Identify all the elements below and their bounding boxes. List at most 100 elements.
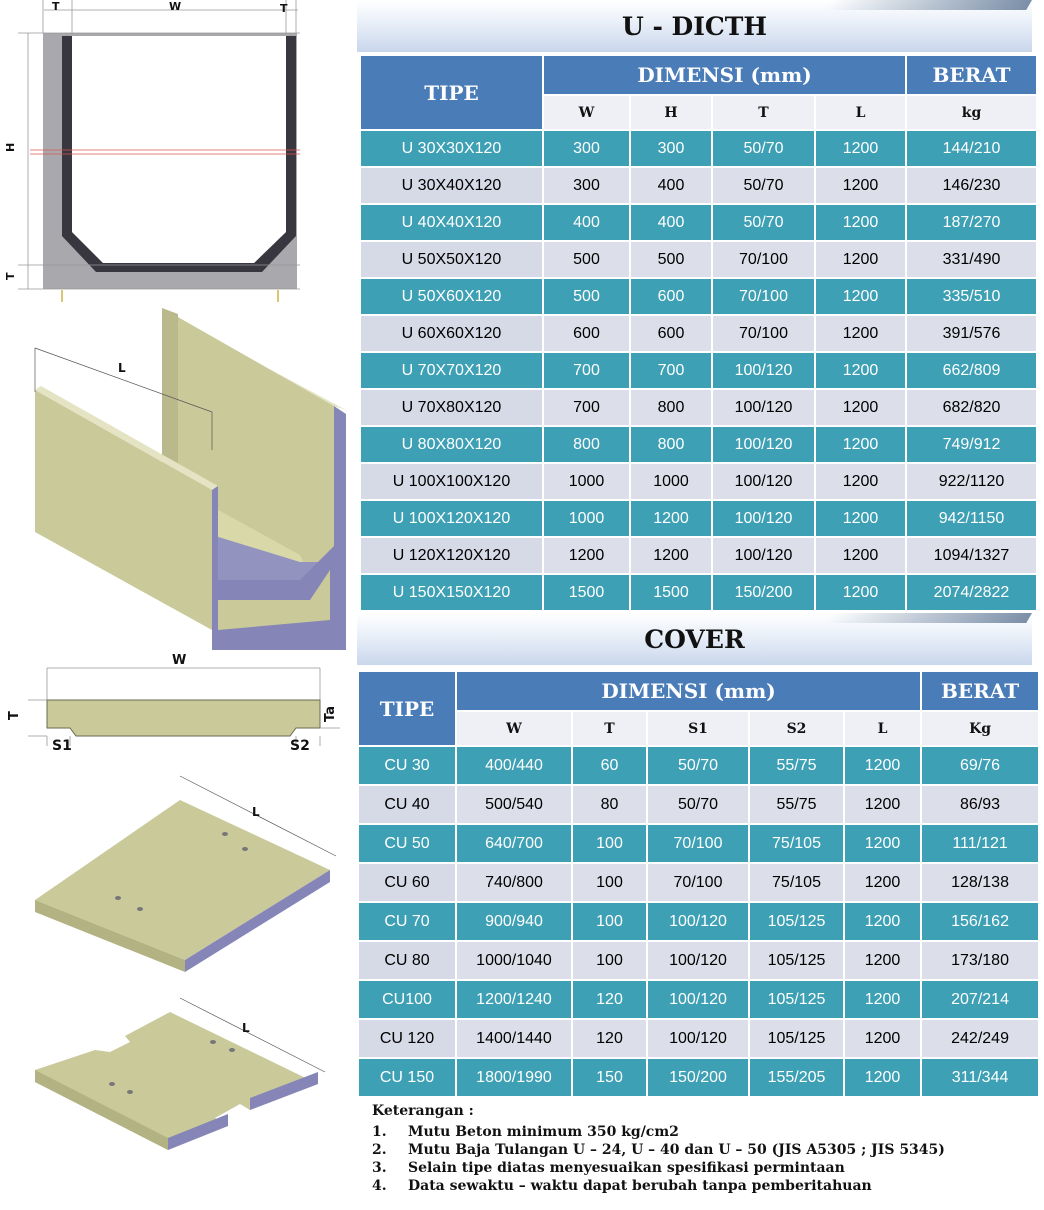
cell-berat: 86/93 (922, 786, 1039, 823)
cell-w: 1200/1240 (457, 981, 571, 1018)
cell-l: 1200 (816, 538, 905, 573)
u-ditch-subheader-unit: kg (907, 96, 1036, 129)
cell-tipe: CU 40 (359, 786, 455, 823)
cover-subheader-l: L (845, 712, 921, 745)
note-number: 2. (372, 1142, 387, 1158)
cover-subheader-unit: Kg (922, 712, 1039, 745)
cell-h: 300 (631, 131, 711, 166)
cell-h: 800 (631, 427, 711, 462)
cell-l: 1200 (845, 747, 921, 784)
cell-s1: 150/200 (648, 1059, 748, 1096)
note-text: Data sewaktu – waktu dapat berubah tanpa… (408, 1178, 872, 1194)
cover-section-drawing: W T Ta S1 S2 (0, 650, 345, 755)
cell-t: 120 (573, 1020, 646, 1057)
cell-s1: 100/120 (648, 942, 748, 979)
cell-h: 600 (631, 316, 711, 351)
cell-l: 1200 (845, 1059, 921, 1096)
cover-s1-label: S1 (52, 738, 72, 754)
cell-l: 1200 (845, 942, 921, 979)
cell-w: 640/700 (457, 825, 571, 862)
cover-l-label: L (252, 805, 260, 819)
cell-l: 1200 (845, 1020, 921, 1057)
cell-tipe: CU 60 (359, 864, 455, 901)
cell-w: 800 (544, 427, 629, 462)
cell-w: 700 (544, 390, 629, 425)
cell-tipe: CU 150 (359, 1059, 455, 1096)
cell-w: 500 (544, 279, 629, 314)
cell-w: 1500 (544, 575, 629, 610)
cell-s2: 105/125 (750, 942, 843, 979)
cell-berat: 144/210 (907, 131, 1036, 166)
cell-s1: 100/120 (648, 1020, 748, 1057)
cover-header-tipe: TIPE (359, 672, 455, 745)
cover-notched-l-label: L (242, 1021, 250, 1035)
u-ditch-subheader-l: L (816, 96, 905, 129)
note-item: 2. Mutu Baja Tulangan U – 24, U – 40 dan … (372, 1141, 945, 1159)
cell-l: 1200 (816, 205, 905, 240)
cover-header-dimensi: DIMENSI (mm) (457, 672, 921, 710)
cell-t: 120 (573, 981, 646, 1018)
cell-tipe: U 70X70X120 (361, 353, 542, 388)
cell-s2: 55/75 (750, 747, 843, 784)
cover-subheader-s2: S2 (750, 712, 843, 745)
cover-t-label: T (7, 711, 22, 720)
cell-s1: 70/100 (648, 864, 748, 901)
u-ditch-table: TIPE DIMENSI (mm) BERAT W H T L kg U 30X… (359, 54, 1038, 612)
cell-l: 1200 (816, 575, 905, 610)
cell-t: 100/120 (713, 538, 814, 573)
cell-t: 100 (573, 942, 646, 979)
cell-t: 50/70 (713, 168, 814, 203)
cell-tipe: U 30X30X120 (361, 131, 542, 166)
w-label: W (169, 0, 181, 13)
cell-h: 700 (631, 353, 711, 388)
cover-header-berat: BERAT (922, 672, 1039, 710)
cell-t: 100/120 (713, 353, 814, 388)
cover-isometric-drawing: L (0, 770, 345, 980)
cell-s2: 105/125 (750, 903, 843, 940)
cover-title: COVER (644, 624, 745, 654)
h-label: H (4, 143, 17, 152)
cell-t: 100 (573, 825, 646, 862)
cell-w: 1000 (544, 464, 629, 499)
cell-t: 60 (573, 747, 646, 784)
cell-h: 800 (631, 390, 711, 425)
notes-block: Keterangan : 1.Mutu Beton minimum 350 kg… (372, 1102, 945, 1195)
cell-t: 70/100 (713, 316, 814, 351)
cell-berat: 331/490 (907, 242, 1036, 277)
cell-berat: 111/121 (922, 825, 1039, 862)
cell-berat: 2074/2822 (907, 575, 1036, 610)
cell-l: 1200 (845, 981, 921, 1018)
cell-berat: 662/809 (907, 353, 1036, 388)
t-left-label: T (52, 0, 60, 13)
cell-s1: 100/120 (648, 903, 748, 940)
cell-w: 400/440 (457, 747, 571, 784)
cell-w: 1000 (544, 501, 629, 536)
cell-w: 1200 (544, 538, 629, 573)
note-item: 3.Selain tipe diatas menyesuaikan spesif… (372, 1159, 945, 1177)
cover-notched-isometric-drawing: L (0, 990, 345, 1165)
cell-l: 1200 (816, 353, 905, 388)
cell-w: 400 (544, 205, 629, 240)
note-number: 3. (372, 1160, 387, 1176)
note-text: Mutu Baja Tulangan U – 24, U – 40 dan U … (408, 1142, 945, 1158)
cell-w: 1400/1440 (457, 1020, 571, 1057)
cell-tipe: CU 80 (359, 942, 455, 979)
cell-t: 100/120 (713, 427, 814, 462)
note-number: 1. (372, 1124, 387, 1140)
cover-ta-label: Ta (323, 706, 338, 722)
u-ditch-title-banner: U - DICTH (357, 0, 1032, 52)
cell-berat: 128/138 (922, 864, 1039, 901)
notes-title: Keterangan : (372, 1103, 474, 1119)
cell-l: 1200 (845, 903, 921, 940)
cell-berat: 156/162 (922, 903, 1039, 940)
cell-w: 900/940 (457, 903, 571, 940)
